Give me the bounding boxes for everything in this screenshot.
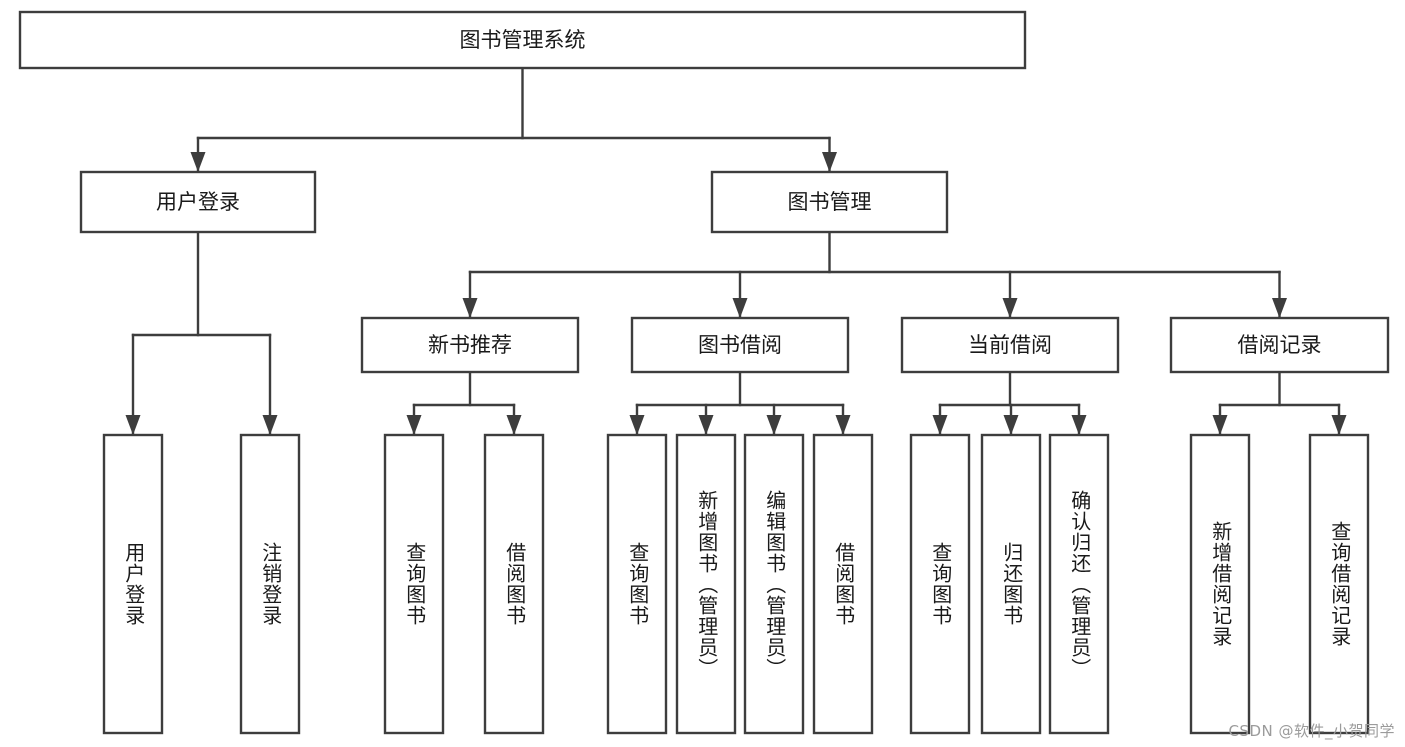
node-leaf-query-book-3-label: 查询图书 <box>928 542 953 626</box>
node-leaf-add-book[interactable]: 新增图书（管理员） <box>675 433 737 735</box>
node-leaf-user-login[interactable]: 用户登录 <box>102 433 164 735</box>
node-leaf-user-logout-box[interactable] <box>239 433 301 735</box>
node-new-book-rec[interactable]: 新书推荐 <box>360 316 580 374</box>
node-leaf-user-logout-label-wrap: 注销登录 <box>258 542 283 626</box>
nodes-layer: 图书管理系统用户登录图书管理新书推荐图书借阅当前借阅借阅记录用户登录注销登录查询… <box>18 10 1390 735</box>
node-leaf-borrow-book-2-label-wrap: 借阅图书 <box>831 542 856 626</box>
root-to-level2-arrow-0 <box>190 152 206 172</box>
node-new-book-rec-box[interactable] <box>360 316 580 374</box>
node-leaf-add-book-label: 新增图书（管理员） <box>694 489 719 679</box>
node-leaf-borrow-book-1-label: 借阅图书 <box>502 542 527 626</box>
node-leaf-query-record-label: 查询借阅记录 <box>1327 521 1352 647</box>
node-leaf-add-record-box[interactable] <box>1189 433 1251 735</box>
node-leaf-return-book-box[interactable] <box>980 433 1042 735</box>
node-leaf-query-record[interactable]: 查询借阅记录 <box>1308 433 1370 735</box>
node-leaf-query-record-label-wrap: 查询借阅记录 <box>1327 521 1352 647</box>
node-book-borrow-label: 图书借阅 <box>698 333 782 357</box>
node-leaf-borrow-book-1[interactable]: 借阅图书 <box>483 433 545 735</box>
node-leaf-query-book-3-label-wrap: 查询图书 <box>928 542 953 626</box>
node-leaf-user-login-label-wrap: 用户登录 <box>121 542 146 626</box>
node-leaf-return-book-label: 归还图书 <box>999 542 1024 626</box>
node-leaf-query-book-2-label-wrap: 查询图书 <box>625 542 650 626</box>
root-to-level2-arrow-1 <box>822 152 837 172</box>
node-leaf-borrow-book-1-label-wrap: 借阅图书 <box>502 542 527 626</box>
node-leaf-query-book-1-label-wrap: 查询图书 <box>402 542 427 626</box>
user-login-to-leaves-arrow-0 <box>125 415 141 435</box>
node-leaf-query-record-box[interactable] <box>1308 433 1370 735</box>
node-root-root-label: 图书管理系统 <box>460 28 586 52</box>
node-leaf-edit-book-label: 编辑图书（管理员） <box>762 489 787 679</box>
book-borrow-to-leaves-arrow-3 <box>835 415 851 435</box>
node-leaf-user-login-box[interactable] <box>102 433 164 735</box>
node-leaf-user-logout-label: 注销登录 <box>258 542 283 626</box>
book-manage-to-level3-arrow-0 <box>462 298 478 318</box>
node-current-borrow-label: 当前借阅 <box>968 333 1052 357</box>
book-borrow-to-leaves-arrow-2 <box>766 415 782 435</box>
node-leaf-query-book-2-label: 查询图书 <box>625 542 650 626</box>
node-borrow-record-label: 借阅记录 <box>1238 333 1322 357</box>
node-leaf-add-book-box[interactable] <box>675 433 737 735</box>
node-leaf-user-login-label: 用户登录 <box>121 542 146 626</box>
node-leaf-user-logout[interactable]: 注销登录 <box>239 433 301 735</box>
node-leaf-add-book-label-wrap: 新增图书（管理员） <box>694 489 719 679</box>
node-leaf-add-record-label: 新增借阅记录 <box>1208 521 1233 647</box>
node-user-login[interactable]: 用户登录 <box>79 170 317 234</box>
node-leaf-confirm-return-label: 确认归还（管理员） <box>1067 489 1092 679</box>
node-user-login-label: 用户登录 <box>156 190 240 214</box>
node-leaf-add-record[interactable]: 新增借阅记录 <box>1189 433 1251 735</box>
node-leaf-edit-book[interactable]: 编辑图书（管理员） <box>743 433 805 735</box>
borrow-record-to-leaves-arrow-1 <box>1331 415 1347 435</box>
node-leaf-confirm-return-label-wrap: 确认归还（管理员） <box>1067 489 1092 679</box>
node-leaf-query-book-1[interactable]: 查询图书 <box>383 433 445 735</box>
node-leaf-add-record-label-wrap: 新增借阅记录 <box>1208 521 1233 647</box>
node-book-manage[interactable]: 图书管理 <box>710 170 949 234</box>
book-manage-to-level3-arrow-2 <box>1002 298 1018 318</box>
current-borrow-to-leaves-arrow-2 <box>1071 415 1087 435</box>
node-leaf-confirm-return[interactable]: 确认归还（管理员） <box>1048 433 1110 735</box>
book-borrow-to-leaves-arrow-1 <box>698 415 714 435</box>
node-leaf-return-book-label-wrap: 归还图书 <box>999 542 1024 626</box>
node-current-borrow[interactable]: 当前借阅 <box>900 316 1120 374</box>
node-leaf-borrow-book-1-box[interactable] <box>483 433 545 735</box>
node-root-root[interactable]: 图书管理系统 <box>18 10 1027 70</box>
node-book-manage-box[interactable] <box>710 170 949 234</box>
node-book-borrow-box[interactable] <box>630 316 850 374</box>
new-book-rec-to-leaves-arrow-0 <box>406 415 422 435</box>
connectors-layer <box>125 66 1347 437</box>
node-leaf-edit-book-box[interactable] <box>743 433 805 735</box>
node-leaf-query-book-1-label: 查询图书 <box>402 542 427 626</box>
node-leaf-return-book[interactable]: 归还图书 <box>980 433 1042 735</box>
user-login-to-leaves-arrow-1 <box>262 415 278 435</box>
new-book-rec-to-leaves-arrow-1 <box>506 415 522 435</box>
book-manage-to-level3-arrow-1 <box>732 298 748 318</box>
node-book-manage-label: 图书管理 <box>788 190 872 214</box>
node-leaf-query-book-2[interactable]: 查询图书 <box>606 433 668 735</box>
node-leaf-query-book-3-box[interactable] <box>909 433 971 735</box>
node-leaf-confirm-return-box[interactable] <box>1048 433 1110 735</box>
csdn-watermark: CSDN @软件_小贺同学 <box>1228 722 1395 740</box>
book-manage-to-level3-arrow-3 <box>1272 298 1287 318</box>
current-borrow-to-leaves-arrow-0 <box>932 415 948 435</box>
node-borrow-record-box[interactable] <box>1169 316 1390 374</box>
borrow-record-to-leaves-arrow-0 <box>1212 415 1228 435</box>
node-current-borrow-box[interactable] <box>900 316 1120 374</box>
node-user-login-box[interactable] <box>79 170 317 234</box>
node-leaf-query-book-1-box[interactable] <box>383 433 445 735</box>
current-borrow-to-leaves-arrow-1 <box>1003 415 1019 435</box>
node-leaf-edit-book-label-wrap: 编辑图书（管理员） <box>762 489 787 679</box>
node-leaf-query-book-3[interactable]: 查询图书 <box>909 433 971 735</box>
book-borrow-to-leaves-arrow-0 <box>629 415 645 435</box>
node-leaf-borrow-book-2-box[interactable] <box>812 433 874 735</box>
node-leaf-query-book-2-box[interactable] <box>606 433 668 735</box>
node-leaf-borrow-book-2[interactable]: 借阅图书 <box>812 433 874 735</box>
node-new-book-rec-label: 新书推荐 <box>428 333 512 357</box>
node-book-borrow[interactable]: 图书借阅 <box>630 316 850 374</box>
node-borrow-record[interactable]: 借阅记录 <box>1169 316 1390 374</box>
node-root-root-box[interactable] <box>18 10 1027 70</box>
node-leaf-borrow-book-2-label: 借阅图书 <box>831 542 856 626</box>
